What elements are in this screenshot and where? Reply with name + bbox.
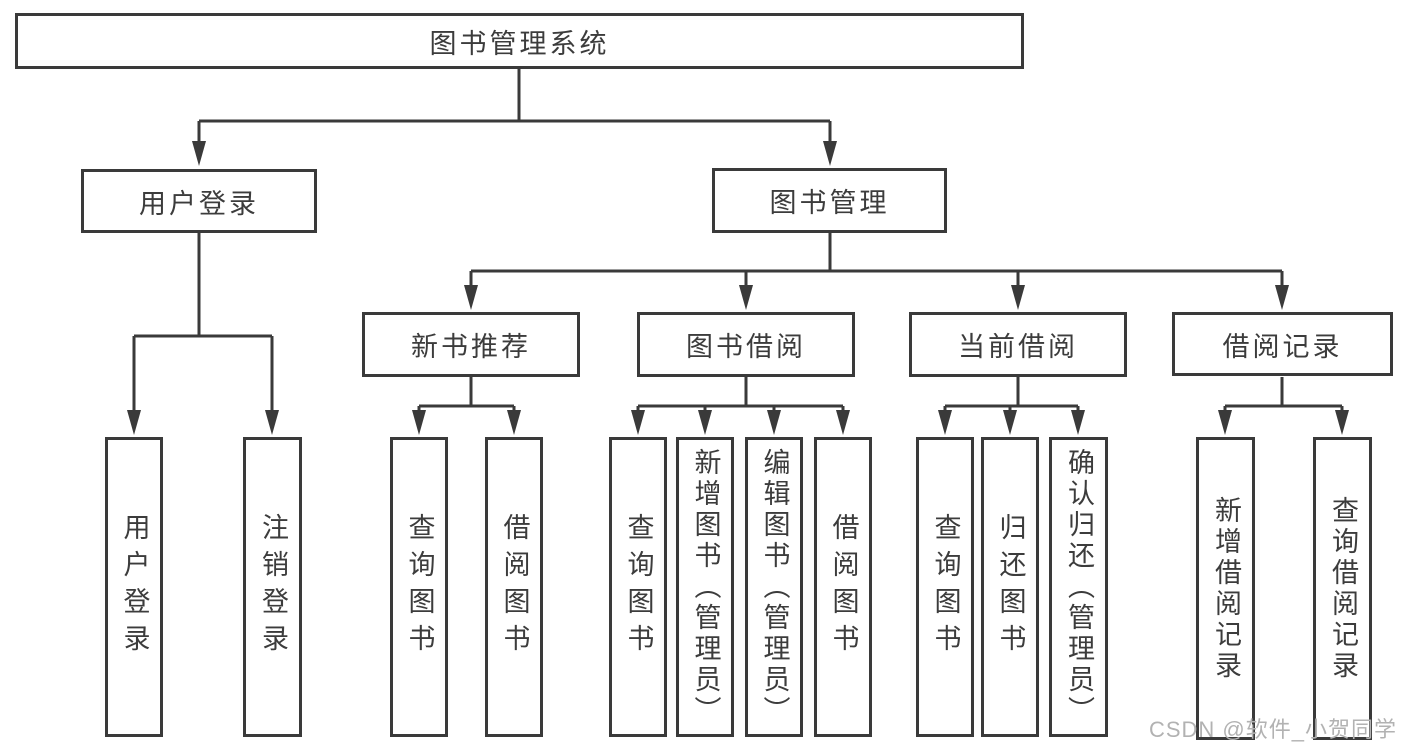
node-add-book-admin-label: 新增图书（管理员） xyxy=(690,447,721,727)
node-borrow-records-label: 借阅记录 xyxy=(1222,331,1343,362)
node-confirm-return-admin-label: 确认归还（管理员） xyxy=(1064,447,1094,727)
csdn-watermark: CSDN @软件_小贺同学 xyxy=(1148,717,1397,742)
connector-book-manage-to-level3 xyxy=(469,233,1284,289)
arrow-down-icon xyxy=(836,410,850,435)
node-borrow-records: 借阅记录 xyxy=(1172,312,1393,376)
arrow-down-icon xyxy=(412,410,426,435)
node-query-borrow-record-label: 查询借阅记录 xyxy=(1328,495,1358,682)
node-add-borrow-record: 新增借阅记录 xyxy=(1196,437,1255,740)
arrow-down-icon xyxy=(1011,285,1025,310)
arrow-down-icon xyxy=(265,410,279,435)
node-user-login-leaf: 用户登录 xyxy=(105,437,163,737)
arrow-down-icon xyxy=(1275,285,1289,310)
arrow-down-icon xyxy=(507,410,521,435)
arrow-down-icon xyxy=(938,410,952,435)
node-query-borrow-record: 查询借阅记录 xyxy=(1313,437,1372,740)
connector-borrow-to-children xyxy=(636,377,845,413)
arrow-down-icon xyxy=(192,141,206,166)
node-confirm-return-admin: 确认归还（管理员） xyxy=(1049,437,1108,737)
node-query-book-recommend-label: 查询图书 xyxy=(404,513,435,661)
node-borrow-book-borrow-label: 借阅图书 xyxy=(828,513,859,661)
node-borrow-book-recommend: 借阅图书 xyxy=(485,437,543,737)
connector-recommend-to-children xyxy=(417,377,516,413)
node-borrow-book-recommend-label: 借阅图书 xyxy=(499,513,530,661)
arrow-down-icon xyxy=(767,410,781,435)
node-edit-book-admin-label: 编辑图书（管理员） xyxy=(759,447,790,727)
node-book-borrow-label: 图书借阅 xyxy=(686,332,806,362)
arrow-down-icon xyxy=(1071,410,1085,435)
arrow-down-icon xyxy=(1003,410,1017,435)
connector-records-to-children xyxy=(1223,377,1344,413)
arrow-down-icon xyxy=(127,410,141,435)
node-query-book-borrow: 查询图书 xyxy=(609,437,667,737)
node-add-borrow-record-label: 新增借阅记录 xyxy=(1211,495,1241,682)
arrow-down-icon xyxy=(1218,410,1232,435)
arrow-down-icon xyxy=(739,285,753,310)
node-user-login: 用户登录 xyxy=(81,169,317,233)
node-return-book: 归还图书 xyxy=(981,437,1039,737)
node-root: 图书管理系统 xyxy=(15,13,1024,69)
connector-root-to-level2 xyxy=(197,69,832,144)
node-book-borrow: 图书借阅 xyxy=(637,312,855,377)
node-borrow-book-borrow: 借阅图书 xyxy=(814,437,872,737)
node-logout-leaf: 注销登录 xyxy=(243,437,302,737)
arrow-down-icon xyxy=(698,410,712,435)
arrow-down-icon xyxy=(1335,410,1349,435)
node-new-book-recommend-label: 新书推荐 xyxy=(411,332,531,362)
node-edit-book-admin: 编辑图书（管理员） xyxy=(745,437,803,737)
node-return-book-label: 归还图书 xyxy=(995,513,1026,661)
node-current-borrow: 当前借阅 xyxy=(909,312,1127,377)
node-new-book-recommend: 新书推荐 xyxy=(362,312,580,377)
node-user-login-label: 用户登录 xyxy=(139,188,259,219)
node-book-manage: 图书管理 xyxy=(712,168,947,233)
node-book-manage-label: 图书管理 xyxy=(769,188,890,218)
node-query-book-borrow-label: 查询图书 xyxy=(623,513,654,661)
connector-current-to-children xyxy=(943,377,1080,413)
arrow-down-icon xyxy=(631,410,645,435)
node-add-book-admin: 新增图书（管理员） xyxy=(676,437,734,737)
arrow-down-icon xyxy=(464,285,478,310)
node-current-borrow-label: 当前借阅 xyxy=(958,332,1078,362)
node-user-login-leaf-label: 用户登录 xyxy=(119,513,150,661)
node-logout-leaf-label: 注销登录 xyxy=(258,513,288,661)
node-query-book-current-label: 查询图书 xyxy=(930,513,961,661)
connector-user-login-to-children xyxy=(132,233,274,413)
node-query-book-current: 查询图书 xyxy=(916,437,974,737)
node-query-book-recommend: 查询图书 xyxy=(390,437,448,737)
arrow-down-icon xyxy=(823,141,837,166)
node-root-label: 图书管理系统 xyxy=(429,28,610,59)
